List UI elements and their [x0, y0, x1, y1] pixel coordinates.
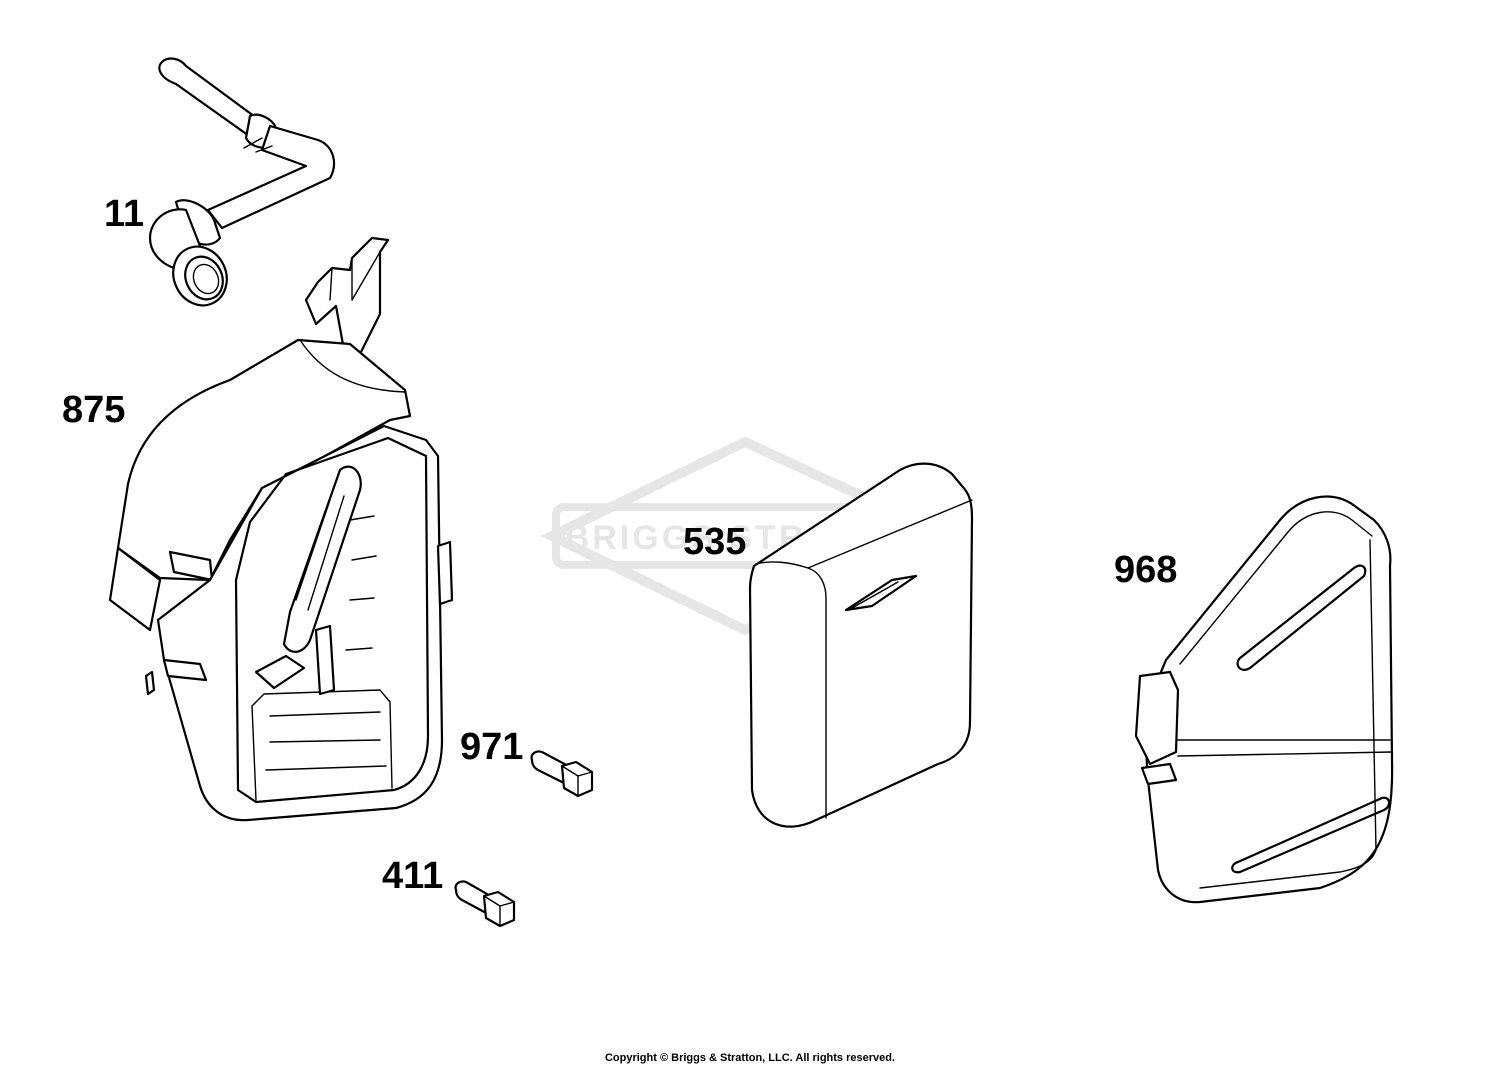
- screw-icon[interactable]: [454, 880, 516, 928]
- part-label-968: 968: [1114, 549, 1177, 591]
- copyright-notice: Copyright © Briggs & Stratton, LLC. All …: [605, 1052, 895, 1064]
- part-label-11: 11: [104, 193, 144, 235]
- air-filter-cartridge-icon[interactable]: [748, 462, 974, 828]
- part-label-875: 875: [62, 389, 125, 431]
- breather-tube-icon[interactable]: [148, 57, 336, 315]
- air-cleaner-cover-icon[interactable]: [1134, 495, 1394, 904]
- part-label-535: 535: [683, 521, 746, 563]
- part-label-411: 411: [382, 855, 443, 897]
- air-cleaner-base-icon[interactable]: [108, 236, 454, 822]
- part-label-971: 971: [460, 726, 523, 768]
- screw-icon[interactable]: [530, 750, 594, 798]
